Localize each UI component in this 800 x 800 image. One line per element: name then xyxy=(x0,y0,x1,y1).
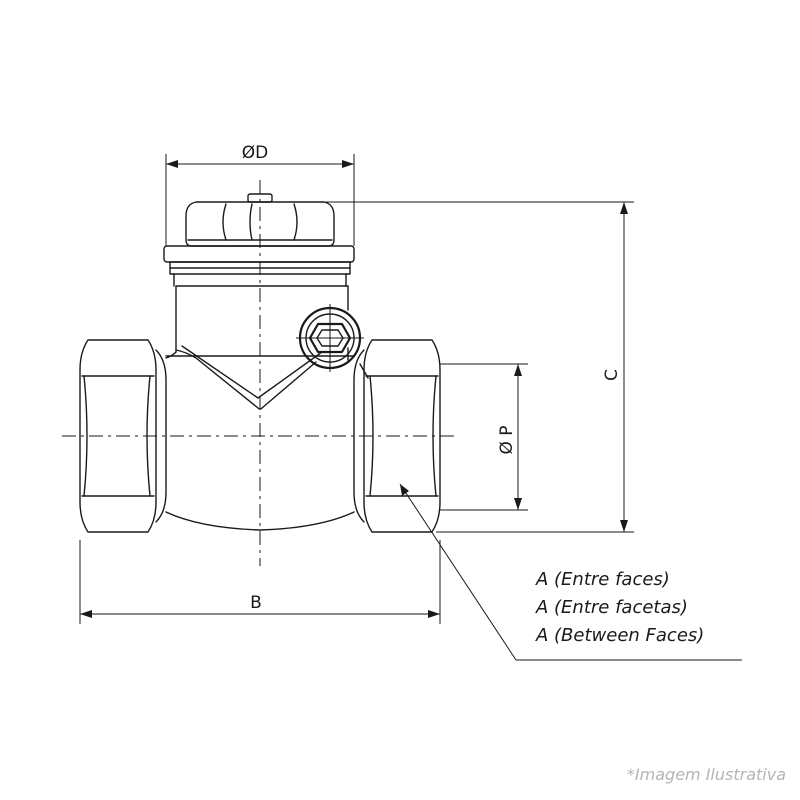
bonnet-cap xyxy=(163,193,355,287)
illustrative-image-note: *Imagem Ilustrativa xyxy=(627,765,786,784)
callout-line-between-faces: A (Between Faces) xyxy=(535,625,704,646)
dimension-d-label: ØD xyxy=(242,143,268,163)
callout-line-entre-faces: A (Entre faces) xyxy=(535,569,670,590)
dimension-c-label: C xyxy=(602,369,622,381)
side-plug xyxy=(296,304,364,372)
dimension-b-label: B xyxy=(250,593,262,613)
dimension-length-b xyxy=(79,540,441,624)
dimension-p-label: Ø P xyxy=(497,425,517,454)
dimension-diameter-d xyxy=(165,154,355,246)
callout-line-entre-facetas: A (Entre facetas) xyxy=(535,597,688,618)
dimension-height-c xyxy=(300,201,634,533)
center-lines xyxy=(62,180,458,566)
dimension-diameter-p xyxy=(440,363,528,511)
valve-body xyxy=(165,285,355,531)
left-hex-end xyxy=(79,339,167,533)
callout-leader xyxy=(399,483,742,661)
